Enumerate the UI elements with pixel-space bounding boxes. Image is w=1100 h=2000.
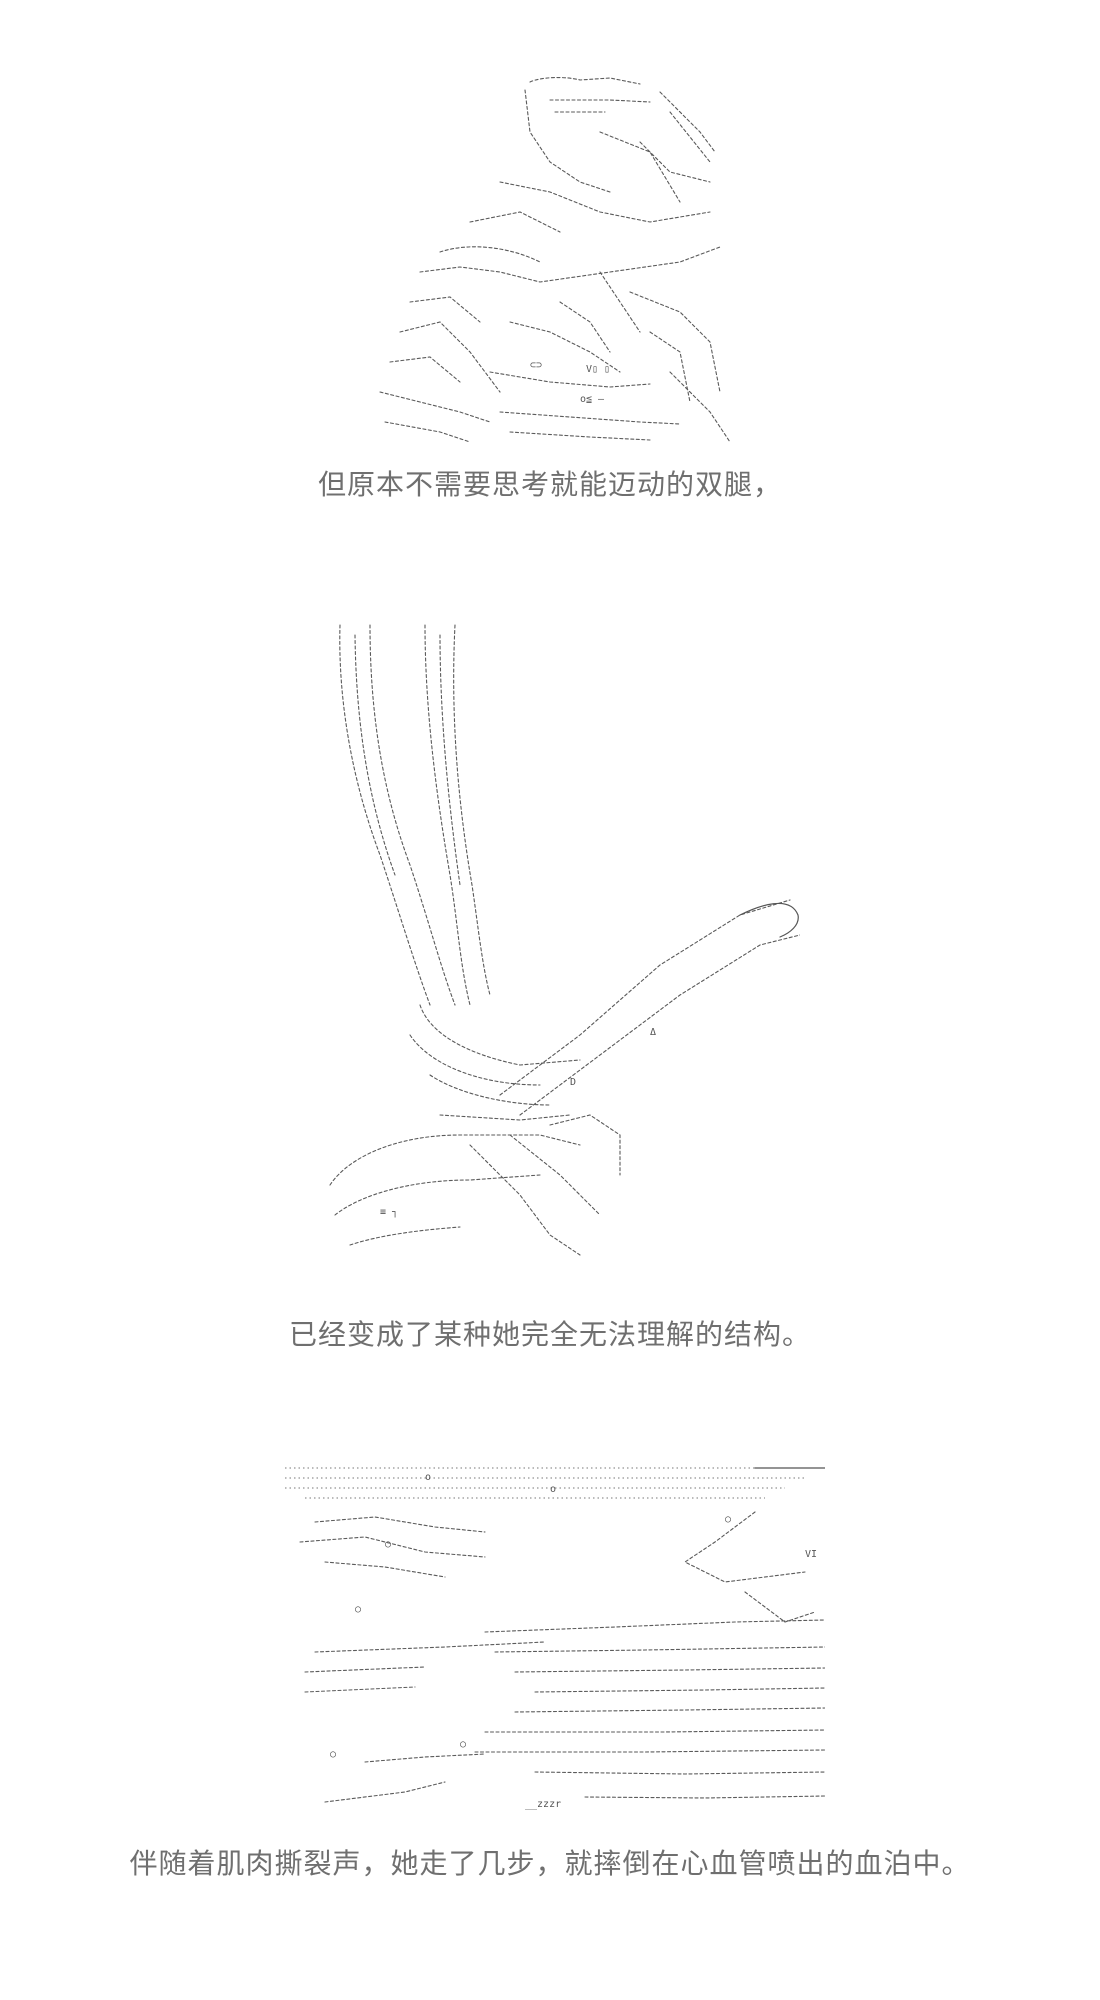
ascii-art-figure-crouching: V▯ ▯ ⊂⊃ o≦ ― (350, 72, 770, 452)
svg-text:o: o (425, 1472, 431, 1483)
ascii-art-fallen-figure: o o ○ ○ ○ ○ ○ (285, 1462, 825, 1822)
svg-text:o≦ ―: o≦ ― (580, 394, 605, 405)
caption-panel-2: 已经变成了某种她完全无法理解的结构。 (288, 1318, 811, 1351)
svg-text:⊂⊃: ⊂⊃ (530, 360, 542, 371)
svg-text:Δ: Δ (650, 1027, 656, 1038)
svg-text:○: ○ (330, 1749, 336, 1760)
svg-text:V▯ ▯: V▯ ▯ (586, 364, 610, 375)
caption-panel-1: 但原本不需要思考就能迈动的双腿， (317, 468, 782, 501)
svg-text:○: ○ (355, 1604, 361, 1615)
svg-text:≡ ┐: ≡ ┐ (380, 1207, 398, 1218)
caption-panel-3: 伴随着肌肉撕裂声，她走了几步，就摔倒在心血管喷出的血泊中。 (129, 1847, 971, 1880)
svg-text:○: ○ (725, 1514, 731, 1525)
svg-text:○: ○ (385, 1539, 391, 1550)
svg-text:o: o (550, 1484, 556, 1495)
svg-text:○: ○ (460, 1739, 466, 1750)
ascii-art-bent-legs: ≡ ┐ D Δ (320, 615, 800, 1265)
svg-text:D: D (570, 1077, 576, 1088)
svg-text:VI: VI (805, 1549, 817, 1560)
svg-text:__zzzr: __zzzr (525, 1799, 561, 1810)
